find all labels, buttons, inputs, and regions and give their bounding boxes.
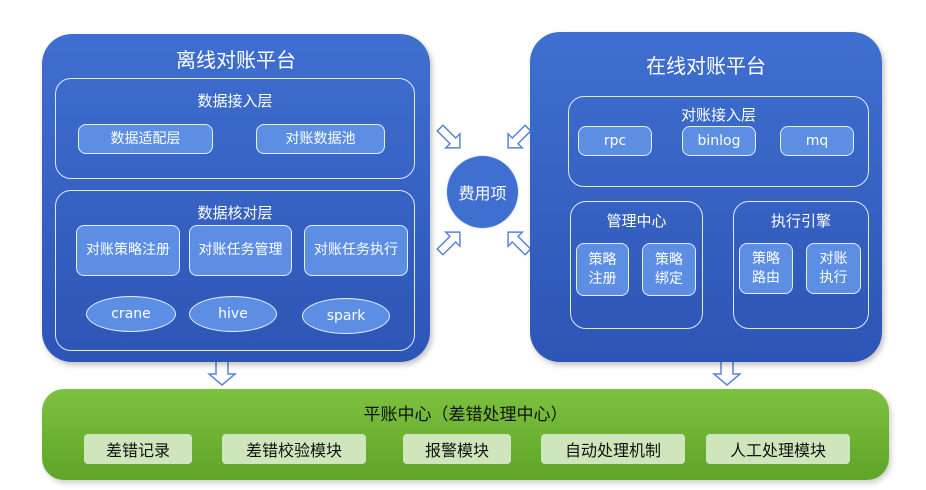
task-manage-box: 对账任务管理 bbox=[189, 225, 292, 276]
mgmt-strategy-register: 策略注册 bbox=[576, 243, 629, 296]
module-error-verify: 差错校验模块 bbox=[222, 434, 366, 464]
online-platform-panel bbox=[530, 32, 882, 362]
module-alarm: 报警模块 bbox=[403, 434, 511, 464]
strategy-register-box: 对账策略注册 bbox=[76, 225, 180, 276]
online-ingest-layer bbox=[568, 96, 869, 187]
exec-engine-title: 执行引擎 bbox=[770, 212, 831, 230]
engine-spark: spark bbox=[302, 298, 390, 334]
online-platform-title: 在线对账平台 bbox=[646, 54, 766, 78]
fee-item-hub: 费用项 bbox=[446, 155, 519, 229]
mgmt-strategy-bind: 策略绑定 bbox=[642, 243, 696, 296]
engine-crane: crane bbox=[86, 296, 176, 332]
source-mq: mq bbox=[780, 126, 854, 156]
source-rpc: rpc bbox=[578, 126, 652, 156]
mgmt-center bbox=[570, 201, 703, 329]
exec-engine bbox=[733, 201, 869, 329]
hollow-arrow-icon bbox=[206, 124, 743, 386]
module-auto-handle: 自动处理机制 bbox=[541, 434, 685, 464]
offline-core-title: 数据核对层 bbox=[197, 204, 273, 222]
offline-core-layer bbox=[55, 190, 415, 351]
exec-reconcile-run: 对账执行 bbox=[806, 243, 861, 294]
offline-platform-title: 离线对账平台 bbox=[176, 48, 296, 72]
balance-center-title: 平账中心（差错处理中心） bbox=[363, 405, 568, 425]
module-manual-handle: 人工处理模块 bbox=[706, 434, 850, 464]
offline-ingest-title: 数据接入层 bbox=[197, 92, 273, 110]
source-binlog: binlog bbox=[682, 126, 756, 156]
task-execute-box: 对账任务执行 bbox=[304, 225, 408, 276]
module-error-record: 差错记录 bbox=[84, 434, 192, 464]
data-adapter-box: 数据适配层 bbox=[78, 124, 213, 154]
mgmt-center-title: 管理中心 bbox=[606, 212, 667, 230]
offline-ingest-layer bbox=[55, 78, 415, 179]
exec-strategy-route: 策略路由 bbox=[739, 243, 793, 294]
data-pool-box: 对账数据池 bbox=[256, 124, 385, 154]
engine-hive: hive bbox=[189, 296, 277, 332]
online-ingest-title: 对账接入层 bbox=[680, 106, 756, 124]
